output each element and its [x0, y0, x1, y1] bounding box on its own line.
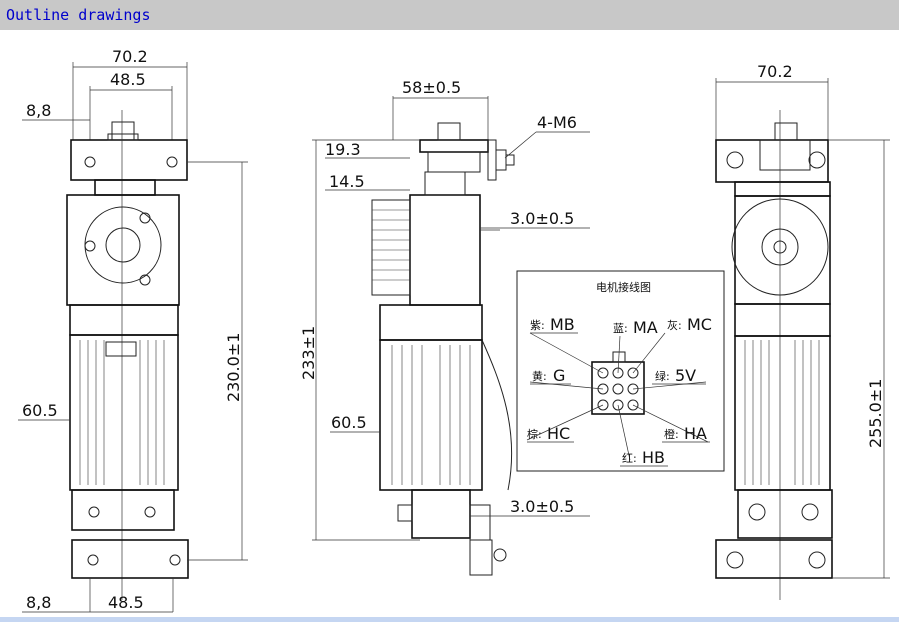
section-title: Outline drawings	[6, 6, 151, 24]
side-dim-height: 233±1	[299, 326, 318, 380]
wire-color-ha: 橙:	[664, 427, 679, 441]
front-dim-body-width: 60.5	[22, 401, 58, 420]
front-dim-left-offset: 8,8	[26, 101, 51, 120]
section-header: Outline drawings	[0, 0, 899, 30]
wire-color-g: 黄:	[532, 369, 547, 383]
wire-color-mb: 紫:	[530, 319, 545, 332]
bottom-bar	[0, 617, 899, 622]
wire-code-ma: MA	[633, 318, 658, 337]
wire-code-ha: HA	[684, 424, 707, 443]
front-view: 70.2 48.5 8,8 60.5	[18, 47, 248, 613]
wire-code-mc: MC	[687, 315, 712, 334]
side-dim-pulley-inner: 14.5	[329, 172, 365, 191]
front-dim-bottom-offset: 8,8	[26, 593, 51, 612]
wire-color-hb: 红:	[622, 452, 637, 465]
connector-pins	[597, 367, 639, 411]
wire-code-mb: MB	[550, 315, 575, 334]
rear-dim-top: 70.2	[757, 62, 793, 81]
side-dim-body-width: 60.5	[331, 413, 367, 432]
wire-color-ma: 蓝:	[613, 322, 628, 335]
wire-code-hc: HC	[547, 424, 570, 443]
rear-dim-height: 255.0±1	[866, 379, 885, 448]
front-dim-top-overall: 70.2	[112, 47, 148, 66]
front-dim-bottom-inner: 48.5	[108, 593, 144, 612]
side-dim-gap-upper: 3.0±0.5	[510, 209, 574, 228]
rear-view: 70.2 255.0±1	[715, 62, 890, 600]
wire-code-hb: HB	[642, 448, 665, 467]
wiring-diagram: 电机接线图 紫: MB 蓝: MA 灰: MC 黄: G 绿: 5V	[516, 270, 725, 472]
wire-color-mc: 灰:	[667, 318, 682, 332]
wiring-title: 电机接线图	[596, 280, 651, 294]
wire-code-5v: 5V	[675, 366, 696, 385]
wire-code-g: G	[553, 366, 565, 385]
wire-color-5v: 绿:	[655, 369, 670, 383]
wire-color-hc: 棕:	[527, 427, 542, 441]
side-dim-gap-lower: 3.0±0.5	[510, 497, 574, 516]
side-dim-thread: 4-M6	[537, 113, 577, 132]
side-dim-pulley-outer: 19.3	[325, 140, 361, 159]
side-view: 58±0.5 4-M6 19.3 14.5 3.0±0.5	[299, 78, 590, 576]
front-dim-height: 230.0±1	[224, 333, 243, 402]
front-dim-top-inner: 48.5	[110, 70, 146, 89]
side-dim-top: 58±0.5	[402, 78, 461, 97]
